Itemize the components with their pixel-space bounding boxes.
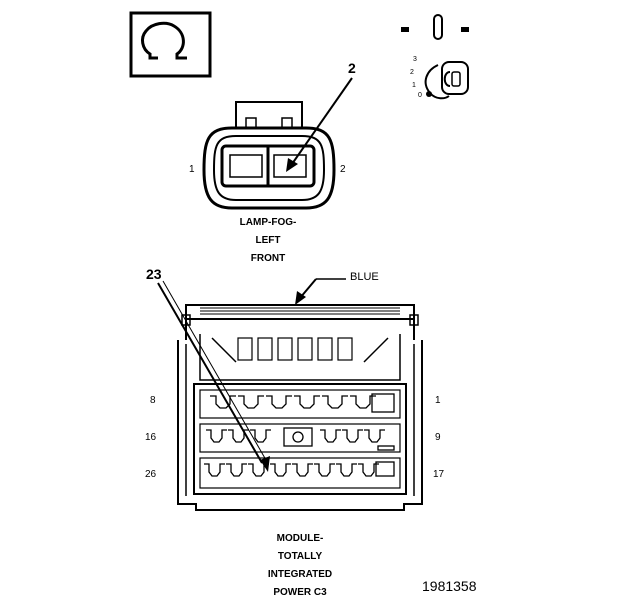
module-caption-line-2: TOTALLY	[277, 551, 323, 562]
ohm-symbol-icon	[129, 11, 212, 78]
lamp-caption-line-1: LAMP-FOG-	[239, 217, 297, 228]
row-label-right-middle: 9	[435, 432, 441, 443]
row-label-right-top: 1	[435, 395, 441, 406]
lamp-caption-line-3: FRONT	[250, 253, 286, 264]
callout-2-leader	[286, 77, 353, 172]
wire-color-label: BLUE	[350, 271, 379, 283]
row-label-left-middle: 16	[145, 432, 157, 443]
row-label-left-bottom: 26	[145, 469, 157, 480]
module-callout-number: 23	[146, 266, 162, 282]
module-caption-line-1: MODULE-	[276, 533, 324, 544]
key-position-3: 3	[413, 56, 417, 63]
module-connector-drawing	[177, 304, 423, 511]
lamp-connector-caption: LAMP-FOG- LEFT FRONT	[220, 214, 316, 268]
key-position-1: 1	[412, 82, 416, 89]
document-number: 1981358	[422, 578, 477, 594]
module-caption-line-3: INTEGRATED	[267, 569, 333, 580]
row-label-left-top: 8	[150, 395, 156, 406]
row-label-right-bottom: 17	[433, 469, 445, 480]
key-position-0: 0	[418, 92, 422, 99]
lamp-callout-number: 2	[348, 60, 356, 76]
key-position-2: 2	[410, 69, 414, 76]
module-connector-caption: MODULE- TOTALLY INTEGRATED POWER C3	[240, 530, 360, 602]
ignition-key-icon	[401, 14, 469, 100]
lamp-pin-label-right: 2	[340, 164, 346, 175]
lamp-connector-drawing	[202, 101, 336, 210]
lamp-pin-label-left: 1	[189, 164, 195, 175]
module-caption-line-4: POWER C3	[273, 587, 327, 598]
blue-label-leader	[295, 278, 346, 305]
lamp-caption-line-2: LEFT	[255, 235, 281, 246]
callout-23-leader	[157, 280, 270, 472]
